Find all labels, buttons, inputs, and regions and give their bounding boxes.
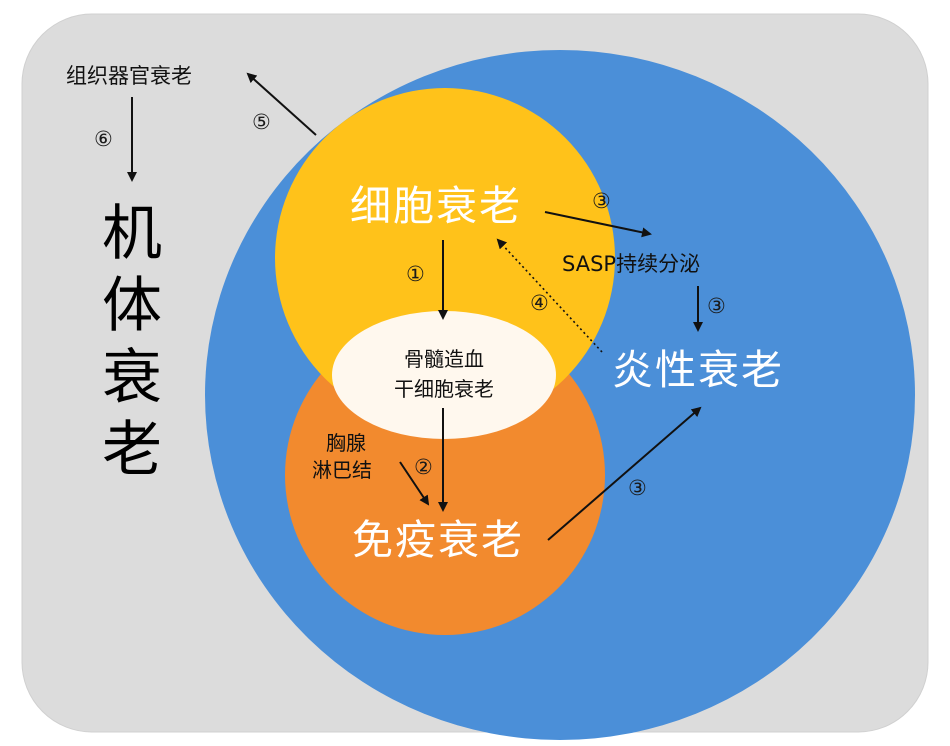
marker-3-top: ③ [592,189,611,213]
tissue-aging-label: 组织器官衰老 [66,64,192,88]
inflammatory-aging-label: 炎性衰老 [612,346,784,394]
arrow-5 [246,72,317,136]
arrow-4-dotted [496,238,603,353]
stem-cell-label-line1: 骨髓造血 [404,347,484,371]
stem-cell-ellipse [332,311,556,439]
thymus-label: 胸腺 [326,431,366,455]
thymus-lymph-label: 胸腺 淋巴结 [306,430,378,484]
stem-cell-label-line2: 干细胞衰老 [394,377,494,401]
cell-aging-label: 细胞衰老 [350,182,522,230]
body-aging-label: 机体衰老 [102,199,162,485]
arrow-3-immune-to-inflammatory [547,406,702,541]
marker-6: ⑥ [94,127,113,151]
immune-aging-label: 免疫衰老 [352,516,524,564]
marker-3-bottom: ③ [628,476,647,500]
marker-4: ④ [530,291,549,315]
sasp-label: SASP持续分泌 [562,252,701,276]
marker-1: ① [406,262,425,286]
arrow-3-cell-to-sasp [544,211,652,238]
stem-cell-label: 骨髓造血 干细胞衰老 [346,344,542,404]
marker-2: ② [414,455,433,479]
arrow-2-diagonal [399,461,430,506]
marker-5: ⑤ [252,110,271,134]
marker-3-right: ③ [707,294,726,318]
lymph-node-label: 淋巴结 [312,458,372,482]
